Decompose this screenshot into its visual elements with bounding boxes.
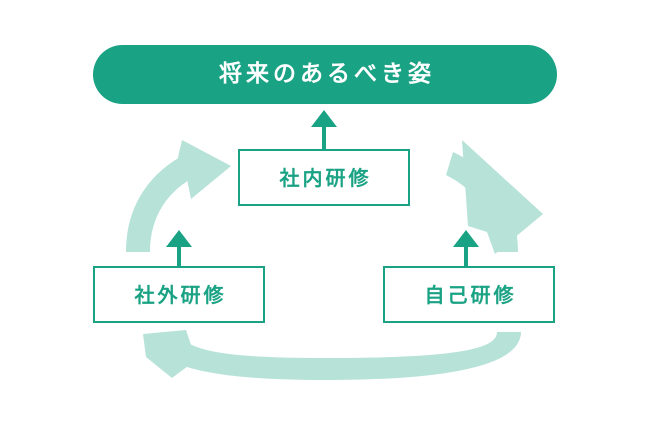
arrow-internal-to-goal-icon — [311, 110, 337, 149]
arrow-external-up-icon — [166, 230, 192, 266]
stage-box-self: 自己研修 — [383, 266, 555, 323]
goal-pill-label: 将来のあるべき姿 — [219, 61, 435, 87]
goal-pill: 将来のあるべき姿 — [93, 45, 557, 104]
cycle-arrow-external-to-internal-icon — [126, 140, 231, 252]
cycle-arrow-internal-to-self-icon — [446, 140, 543, 254]
stage-box-self-label: 自己研修 — [424, 282, 517, 307]
stage-box-internal-label: 社内研修 — [279, 165, 372, 190]
cycle-arrow-self-to-external-icon — [143, 330, 521, 380]
stage-box-external: 社外研修 — [93, 266, 265, 323]
arrow-self-up-icon — [453, 230, 479, 266]
stage-box-internal: 社内研修 — [238, 149, 410, 206]
stage-box-external-label: 社外研修 — [134, 282, 227, 307]
